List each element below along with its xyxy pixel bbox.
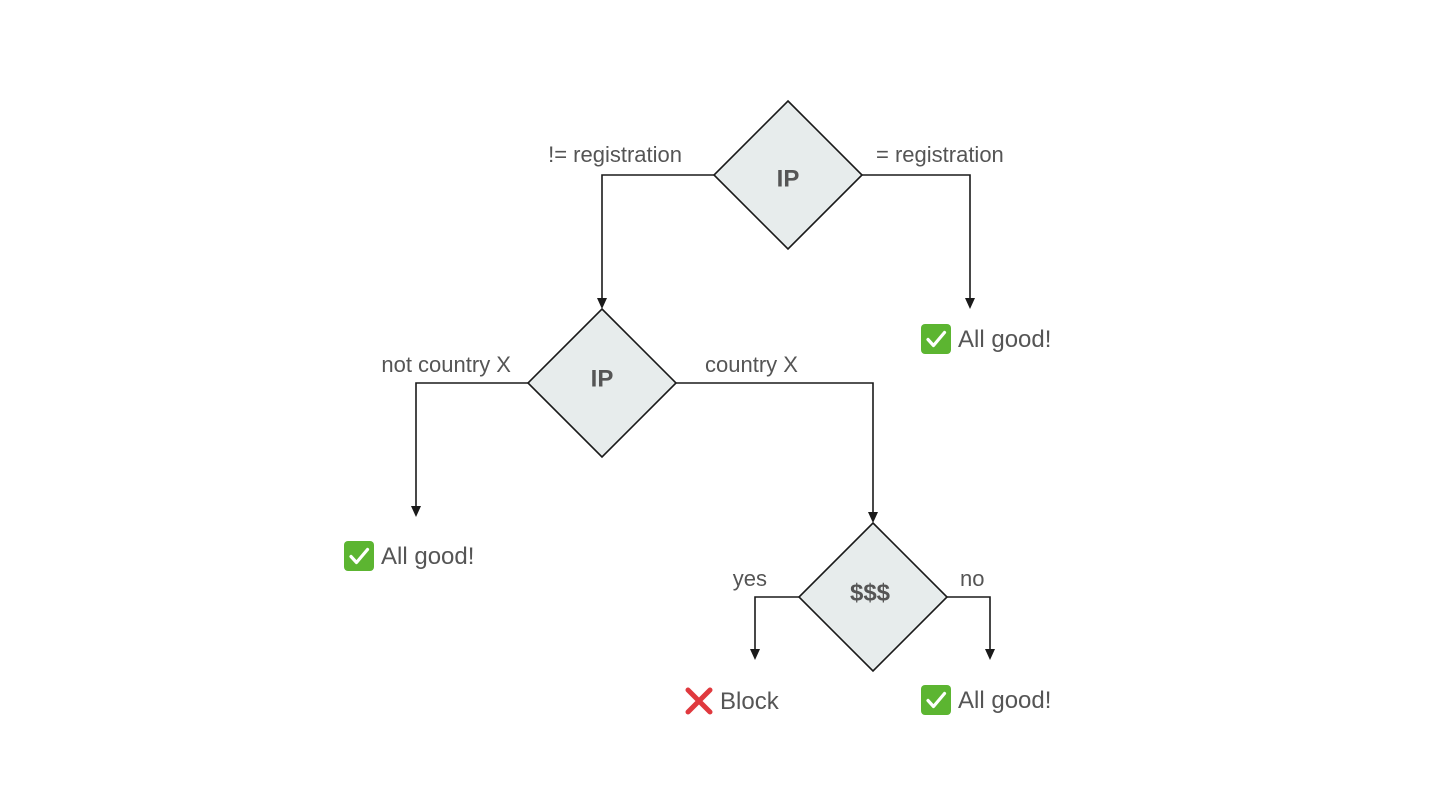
decision-ip-middle: IP bbox=[526, 307, 678, 459]
decision-ip-top: IP bbox=[712, 99, 864, 251]
outcome-label: All good! bbox=[381, 543, 474, 570]
outcome-all-good-left: All good! bbox=[344, 541, 474, 571]
outcome-all-good-bottom: All good! bbox=[921, 685, 1051, 715]
diamond-shape bbox=[797, 521, 949, 673]
arrowhead-middle-right bbox=[868, 512, 878, 523]
edge-label-not-country-x: not country X bbox=[381, 352, 511, 377]
diamond-shape bbox=[526, 307, 678, 459]
arrowhead-bottom-left bbox=[750, 649, 760, 660]
decision-label: IP bbox=[777, 165, 800, 192]
connector-middle-right bbox=[676, 382, 874, 513]
decision-label: IP bbox=[591, 365, 614, 392]
check-mark-icon bbox=[921, 324, 951, 354]
diamond-shape bbox=[712, 99, 864, 251]
outcome-all-good-top: All good! bbox=[921, 324, 1051, 354]
outcome-block: Block bbox=[685, 687, 780, 715]
decision-label: $$$ bbox=[850, 579, 891, 606]
outcome-label: All good! bbox=[958, 687, 1051, 714]
connector-top-left bbox=[601, 174, 714, 300]
connector-bottom-right bbox=[947, 596, 991, 650]
arrowhead-top-right bbox=[965, 298, 975, 309]
arrowhead-bottom-right bbox=[985, 649, 995, 660]
edge-label-registration: = registration bbox=[876, 142, 1004, 167]
edge-labels: != registration = registration not count… bbox=[381, 142, 1003, 591]
cross-mark-icon bbox=[685, 687, 713, 715]
edge-label-no: no bbox=[960, 566, 984, 591]
connector-top-right bbox=[862, 174, 971, 299]
check-mark-icon bbox=[921, 685, 951, 715]
connector-bottom-left bbox=[754, 596, 799, 650]
arrowhead-middle-left bbox=[411, 506, 421, 517]
edge-label-not-registration: != registration bbox=[548, 142, 682, 167]
arrowhead-top-left bbox=[597, 298, 607, 309]
connector-middle-left bbox=[415, 382, 528, 508]
edge-label-yes: yes bbox=[733, 566, 767, 591]
outcome-label: Block bbox=[720, 688, 780, 715]
check-mark-icon bbox=[344, 541, 374, 571]
outcome-label: All good! bbox=[958, 326, 1051, 353]
connectors bbox=[411, 174, 995, 660]
edge-label-country-x: country X bbox=[705, 352, 798, 377]
decision-money: $$$ bbox=[797, 521, 949, 673]
